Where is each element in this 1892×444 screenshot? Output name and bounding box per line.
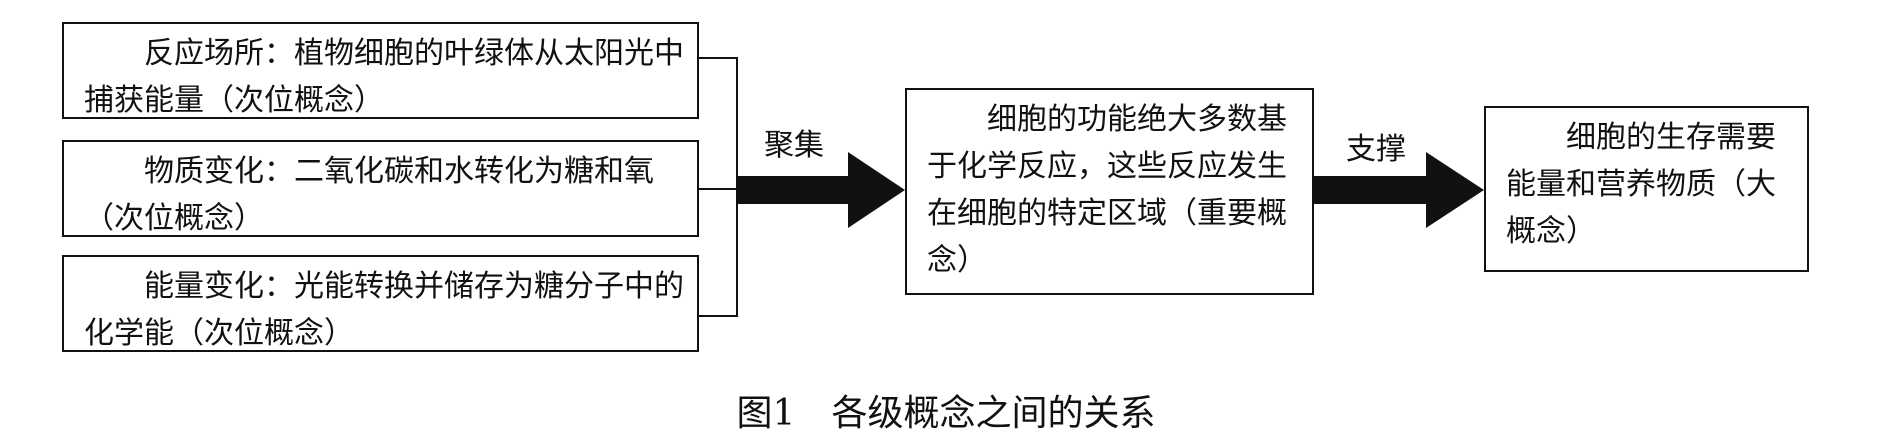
figure-caption: 图1 各级概念之间的关系 [736, 393, 1156, 434]
gather-arrow-label: 聚集 [764, 128, 824, 163]
secondary-concept-text-reaction-place: 反应场所：植物细胞的叶绿体从太阳光中捕获能量（次位概念） [84, 36, 684, 118]
important-concept-box: 细胞的功能绝大多数基于化学反应，这些反应发生在细胞的特定区域（重要概念） [905, 88, 1314, 295]
gather-arrow [738, 152, 905, 228]
big-concept-text: 细胞的生存需要能量和营养物质（大概念） [1506, 120, 1776, 249]
support-arrow-label: 支撑 [1346, 132, 1406, 167]
important-concept-text: 细胞的功能绝大多数基于化学反应，这些反应发生在细胞的特定区域（重要概念） [927, 102, 1287, 278]
secondary-concept-text-matter-change: 物质变化：二氧化碳和水转化为糖和氧（次位概念） [84, 154, 654, 236]
support-arrow [1314, 152, 1484, 228]
secondary-concept-box-energy-change: 能量变化：光能转换并储存为糖分子中的化学能（次位概念） [62, 255, 699, 352]
secondary-concept-text-energy-change: 能量变化：光能转换并储存为糖分子中的化学能（次位概念） [84, 269, 684, 351]
secondary-concept-box-matter-change: 物质变化：二氧化碳和水转化为糖和氧（次位概念） [62, 140, 699, 237]
secondary-concept-box-reaction-place: 反应场所：植物细胞的叶绿体从太阳光中捕获能量（次位概念） [62, 22, 699, 119]
gather-bracket-middle-connector [699, 188, 738, 190]
big-concept-box: 细胞的生存需要能量和营养物质（大概念） [1484, 106, 1809, 272]
gather-bracket [699, 57, 738, 317]
